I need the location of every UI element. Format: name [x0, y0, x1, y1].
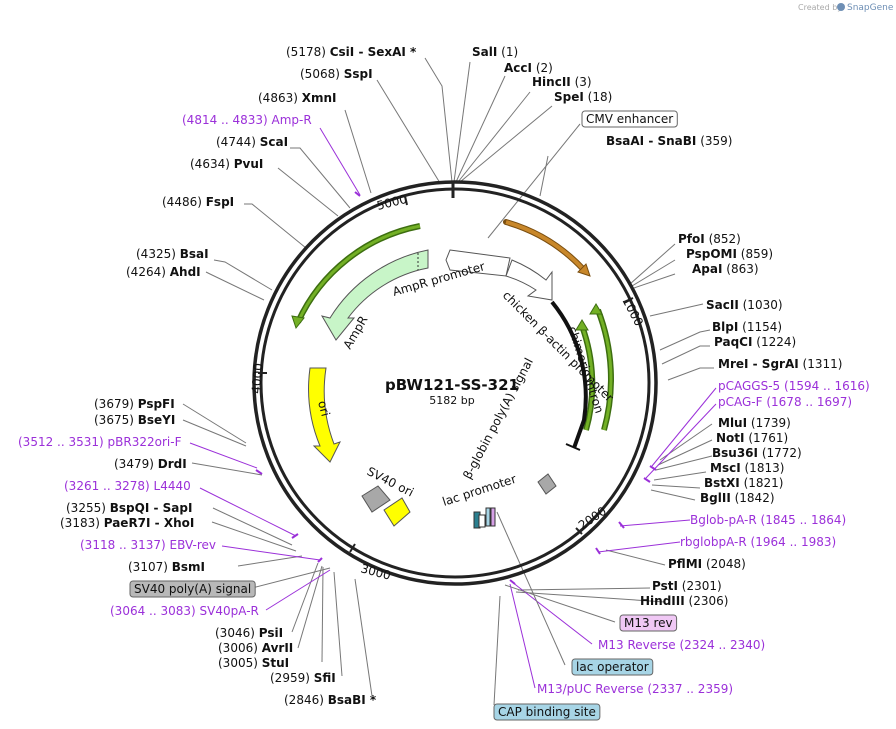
m13-reverse-label: M13 Reverse (2324 .. 2340) — [598, 638, 765, 652]
pfoi-label: PfoI (852) — [678, 232, 741, 246]
pcaggs-5-label: pCAGGS-5 (1594 .. 1616) — [718, 379, 870, 393]
amp-r-label: (4814 .. 4833) Amp-R — [182, 113, 312, 127]
sacii-label: SacII (1030) — [706, 298, 783, 312]
sv40pa-r-label: (3064 .. 3083) SV40pA-R — [110, 604, 259, 618]
labels-layer: (5178) CsiI - SexAI * (5068) SspI (4863) X… — [18, 45, 870, 721]
drdi-label: (3479) DrdI — [114, 457, 187, 471]
scai-label: (4744) ScaI — [216, 135, 288, 149]
lac-operator-box — [571, 658, 654, 676]
cmv-enhancer-label: CMV enhancer — [586, 112, 673, 126]
lac-operator-label: lac operator — [576, 660, 649, 674]
sv40-poly-a-signal-box — [129, 580, 256, 598]
hindiii-label: HindIII (2306) — [640, 594, 728, 608]
pflmi-label: PflMI (2048) — [668, 557, 746, 571]
pbr322ori-f-label: (3512 .. 3531) pBR322ori-F — [18, 435, 182, 449]
noti-label: NotI (1761) — [716, 431, 788, 445]
ahdi-label: (4264) AhdI — [126, 265, 201, 279]
acci-label: AccI (2) — [504, 61, 553, 75]
m13-rev-feature — [490, 507, 496, 527]
paqci-label: PaqCI (1224) — [714, 335, 796, 349]
pvui-label: (4634) PvuI — [190, 157, 263, 171]
spei-label: SpeI (18) — [554, 90, 612, 104]
l4440-label: (3261 .. 3278) L4440 — [64, 479, 191, 493]
bspqi-label: (3255) BspQI - SapI — [66, 501, 192, 515]
bsmi-label: (3107) BsmI — [128, 560, 205, 574]
pspfi-label: (3679) PspFI — [94, 397, 175, 411]
lac-pink-feature — [478, 514, 486, 528]
m13-puc-reverse-label: M13/pUC Reverse (2337 .. 2359) — [537, 682, 733, 696]
paer7i-label: (3183) PaeR7I - XhoI — [60, 516, 194, 530]
pcag-f-label: pCAG-F (1678 .. 1697) — [718, 395, 852, 409]
m13-rev-label: M13 rev — [624, 616, 673, 630]
psti-label: PstI (2301) — [652, 579, 722, 593]
ori-label: ori — [315, 399, 333, 418]
primer-lines — [189, 127, 717, 689]
snapgene-logo-icon — [837, 3, 845, 11]
credit-text: Created by — [798, 3, 842, 12]
bsaai-label: BsaAI - SnaBI (359) — [606, 134, 732, 148]
bsabi-label: (2846) BsaBI * — [284, 693, 377, 707]
plasmid-length: 5182 bp — [429, 394, 474, 407]
mrei-label: MreI - SgrAI (1311) — [718, 357, 842, 371]
sv40-ori-grey — [361, 485, 391, 513]
sspi-label: (5068) SspI — [300, 67, 373, 81]
msci-label: MscI (1813) — [710, 461, 784, 475]
lac-promoter-label: lac promoter — [441, 472, 518, 509]
backbone-outer — [252, 180, 658, 586]
bsai-label: (4325) BsaI — [136, 247, 209, 261]
sali-label: SalI (1) — [472, 45, 518, 59]
mlui-label: MluI (1739) — [718, 416, 791, 430]
fspi-label: (4486) FspI — [162, 195, 234, 209]
sfii-label: (2959) SfiI — [270, 671, 336, 685]
rbglobpa-r-label: rbglobpA-R (1964 .. 1983) — [680, 535, 836, 549]
tick-4000: 4000 — [249, 363, 266, 395]
box-lines — [251, 123, 616, 666]
m13-rev-box — [619, 614, 678, 632]
ori-feature — [308, 367, 341, 463]
bsu36i-label: Bsu36I (1772) — [712, 446, 802, 460]
bglob-pa-r-label: Bglob-pA-R (1845 .. 1864) — [690, 513, 846, 527]
bglobin-feature — [537, 473, 557, 495]
leader-lines — [182, 57, 714, 706]
cap-binding-site-label: CAP binding site — [498, 705, 596, 719]
chimeric-intron-feature — [550, 300, 588, 449]
ampr-feature — [320, 249, 429, 341]
apai-label: ApaI (863) — [692, 262, 759, 276]
sv40-poly-a-signal-label: SV40 poly(A) signal — [134, 582, 251, 596]
avrii-label: (3006) AvrII — [218, 641, 293, 655]
hincii-label: HincII (3) — [532, 75, 592, 89]
pspomi-label: PspOMI (859) — [686, 247, 773, 261]
sv40-ori-yellow — [383, 497, 411, 527]
xmni-label: (4863) XmnI — [258, 91, 337, 105]
credit-brand: SnapGene — [847, 3, 894, 13]
bstxi-label: BstXI (1821) — [704, 476, 783, 490]
psii-label: (3046) PsiI — [215, 626, 283, 640]
ebv-rev-label: (3118 .. 3137) EBV-rev — [80, 538, 216, 552]
lac-operator-feature — [485, 507, 491, 527]
blpi-label: BlpI (1154) — [712, 320, 782, 334]
stui-label: (3005) StuI — [218, 656, 289, 670]
bglobin-label: β-globin poly(A) signal — [460, 356, 536, 482]
csii-label: (5178) CsiI - SexAI * — [286, 45, 417, 59]
bglii-label: BglII (1842) — [700, 491, 775, 505]
bseyi-label: (3675) BseYI — [94, 413, 175, 427]
ampr-promoter-feature — [445, 249, 511, 277]
tick-marks — [258, 195, 634, 553]
primer-marks — [255, 191, 657, 585]
chicken-promoter-feature — [505, 259, 553, 301]
cmv-enhancer-box — [581, 110, 678, 128]
cap-binding-site-box — [493, 703, 601, 721]
backbone-inner — [259, 187, 651, 579]
plasmid-name: pBW121-SS-321 — [385, 376, 519, 394]
